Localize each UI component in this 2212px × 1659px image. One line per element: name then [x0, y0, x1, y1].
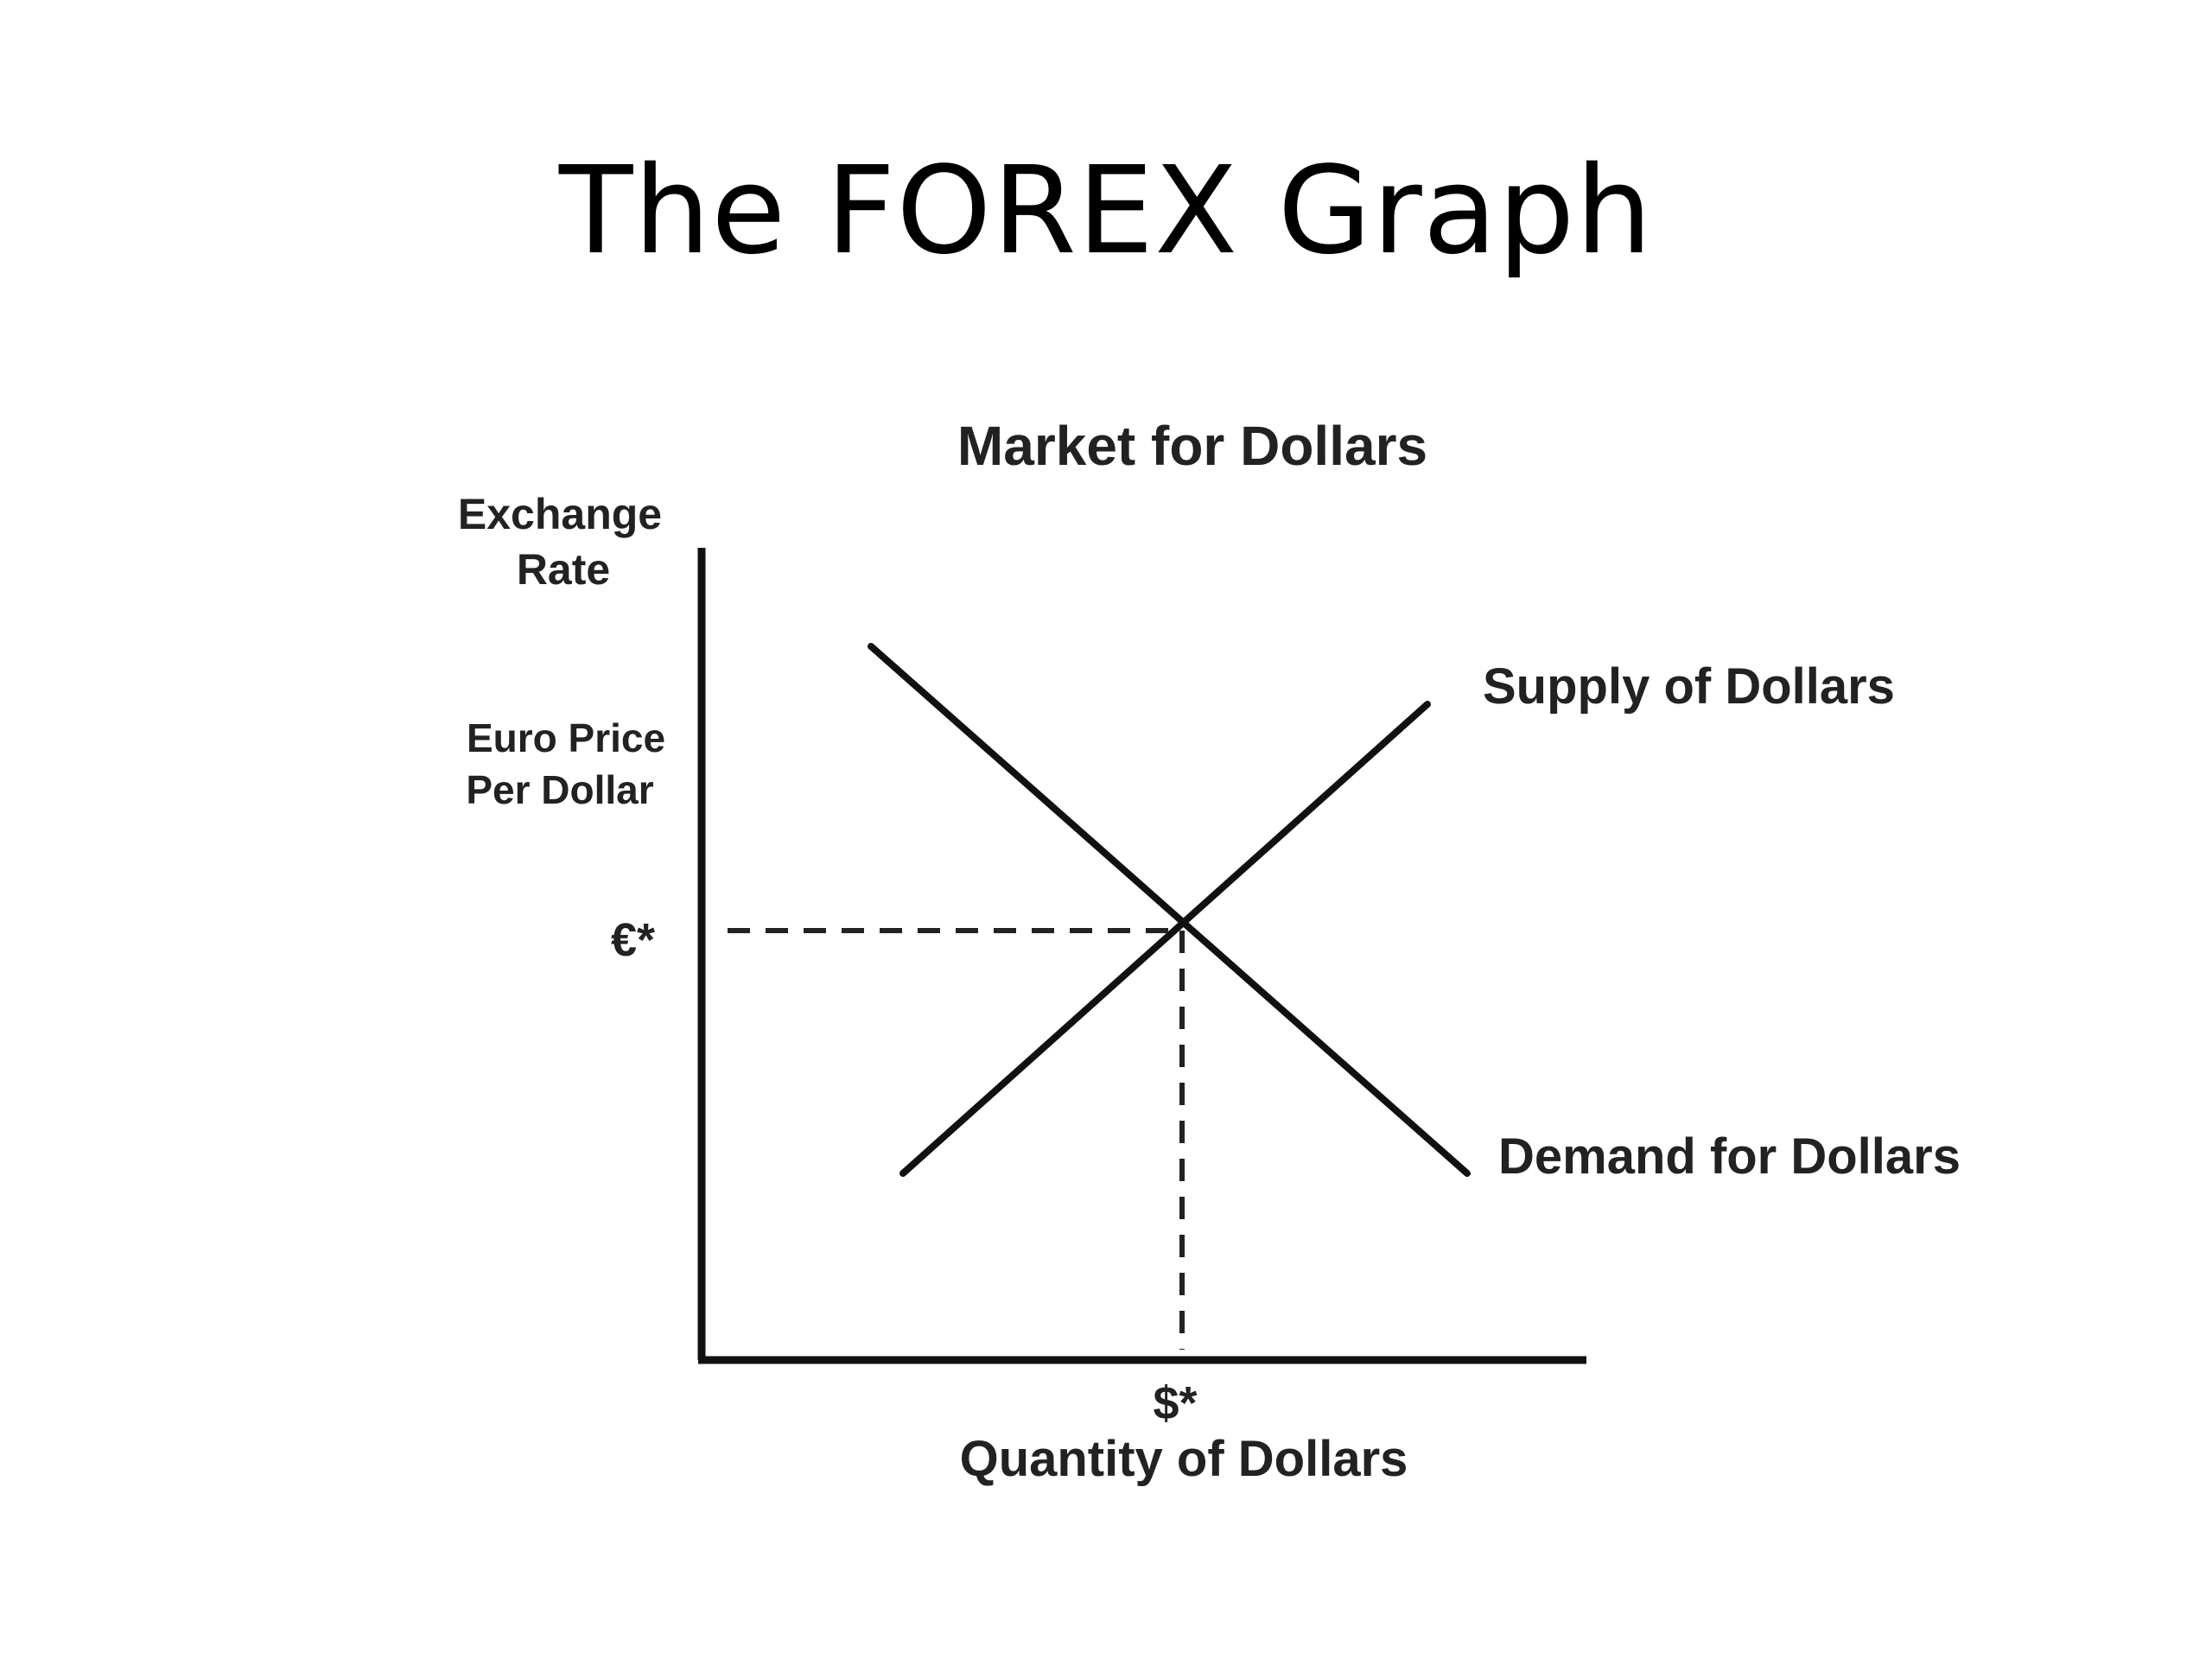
diagram-title: Market for Dollars: [957, 415, 1427, 477]
supply-curve: [899, 701, 1431, 1177]
demand-label: Demand for Dollars: [1498, 1128, 1961, 1185]
supply-label: Supply of Dollars: [1483, 658, 1895, 715]
x-axis-label: Quantity of Dollars: [960, 1431, 1408, 1487]
y-axis-label-line1: Exchange: [458, 490, 662, 538]
y-axis-sublabel-line2: Per Dollar: [466, 767, 653, 812]
y-axis-sublabel-line1: Euro Price: [467, 715, 665, 760]
demand-curve: [868, 643, 1471, 1177]
equilibrium-quantity-label: $*: [1153, 1377, 1197, 1429]
equilibrium-price-label: €*: [611, 914, 655, 966]
slide-title: The FOREX Graph: [558, 141, 1654, 282]
y-axis-label-line2: Rate: [517, 545, 610, 594]
